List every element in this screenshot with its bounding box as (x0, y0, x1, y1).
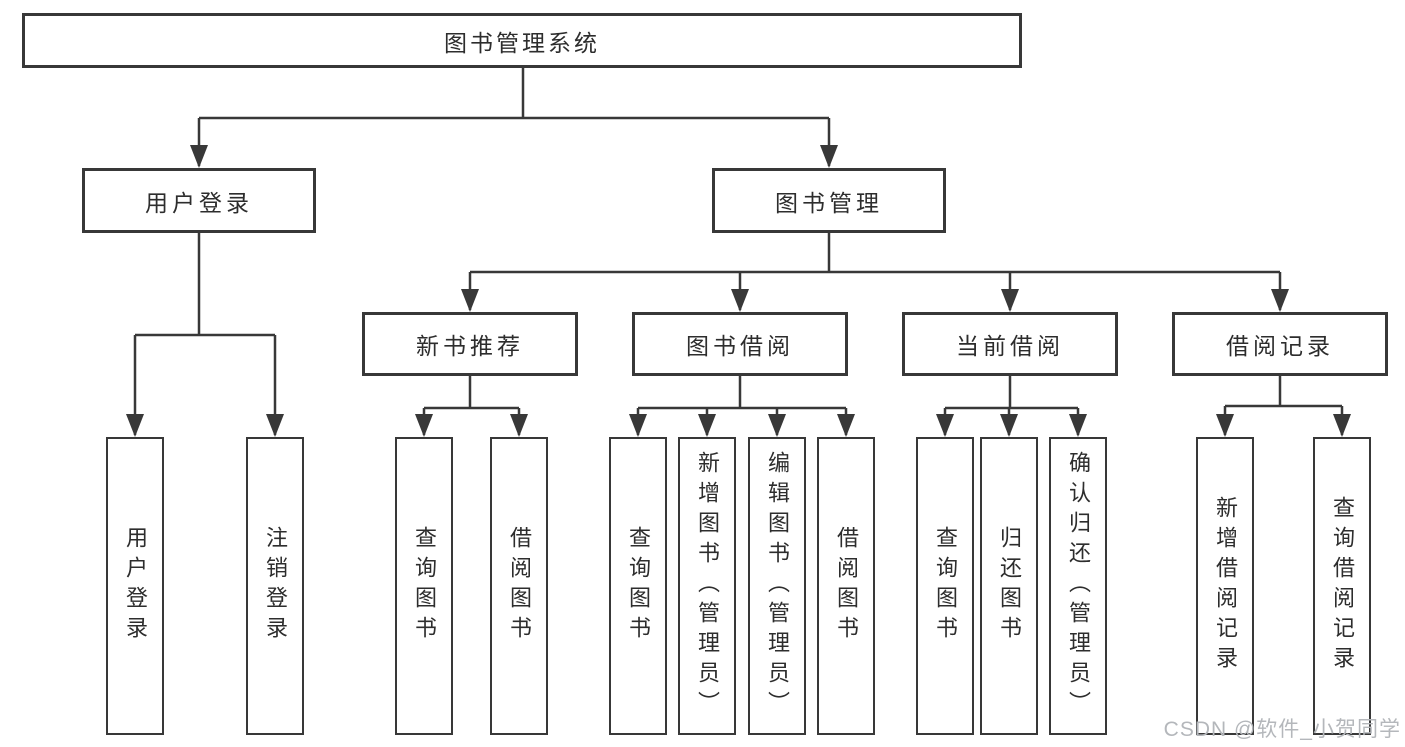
connector-book-borrow (636, 376, 848, 435)
leaf-query-books-recommend: 查询图书 (395, 437, 453, 735)
leaf-add-borrow-record: 新增借阅记录 (1196, 437, 1254, 735)
leaf-add-book-admin: 新增图书（管理员） (678, 437, 736, 735)
connector-user-login (133, 233, 277, 435)
node-borrow-records: 借阅记录 (1172, 312, 1388, 376)
connector-new-book-recommend (422, 376, 521, 435)
node-user-login-group: 用户登录 (82, 168, 316, 233)
connector-book-management (468, 233, 1282, 310)
node-book-management: 图书管理 (712, 168, 946, 233)
connector-borrow-records (1223, 376, 1344, 435)
leaf-query-books-current: 查询图书 (916, 437, 974, 735)
leaf-confirm-return-admin: 确认归还（管理员） (1049, 437, 1107, 735)
leaf-query-borrow-record: 查询借阅记录 (1313, 437, 1371, 735)
watermark-text: CSDN @软件_小贺同学 (1163, 718, 1401, 741)
leaf-user-login: 用户登录 (106, 437, 164, 735)
leaf-borrow-books-recommend: 借阅图书 (490, 437, 548, 735)
node-new-book-recommend: 新书推荐 (362, 312, 578, 376)
arrowhead-icons (126, 145, 1351, 437)
node-book-borrow: 图书借阅 (632, 312, 848, 376)
node-library-system: 图书管理系统 (22, 13, 1022, 68)
leaf-logout: 注销登录 (246, 437, 304, 735)
leaf-query-books-borrow: 查询图书 (609, 437, 667, 735)
leaf-return-book: 归还图书 (980, 437, 1038, 735)
leaf-edit-book-admin: 编辑图书（管理员） (748, 437, 806, 735)
node-current-borrow: 当前借阅 (902, 312, 1118, 376)
connector-root (197, 68, 831, 166)
leaf-borrow-books: 借阅图书 (817, 437, 875, 735)
